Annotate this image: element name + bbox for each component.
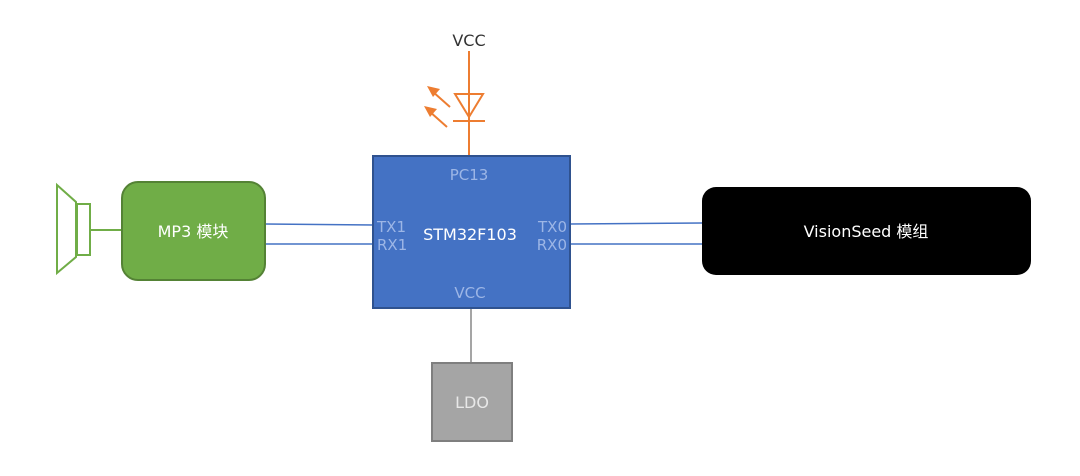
visionseed-module-box xyxy=(702,187,1031,275)
diode-triangle xyxy=(453,93,485,119)
mcu-pin-tx1: TX1 xyxy=(376,218,406,236)
ldo-box xyxy=(431,362,513,442)
mcu-box xyxy=(372,155,571,309)
mcu-name: STM32F103 xyxy=(423,225,517,244)
mp3-module-label: MP3 模块 xyxy=(158,222,229,241)
mp3-module-box xyxy=(121,181,266,281)
mcu-pin-rx0: RX0 xyxy=(537,236,567,254)
led-indicator xyxy=(424,51,485,157)
mcu-pin-rx1: RX1 xyxy=(377,236,407,254)
vcc-top-label: VCC xyxy=(452,31,485,50)
mcu-block[interactable]: PC13 TX1 RX1 TX0 RX0 STM32F103 VCC xyxy=(372,155,571,309)
visionseed-module-label: VisionSeed 模组 xyxy=(804,222,929,241)
mcu-pin-tx0: TX0 xyxy=(537,218,567,236)
visionseed-module-block[interactable]: VisionSeed 模组 xyxy=(702,187,1031,275)
mcu-pin-pc13: PC13 xyxy=(450,166,489,184)
uart0-tx-line xyxy=(569,222,703,225)
mp3-module-block[interactable]: MP3 模块 xyxy=(121,181,266,281)
light-emission-arrows-icon xyxy=(424,86,451,128)
ldo-label: LDO xyxy=(455,393,489,412)
mcu-pin-vcc: VCC xyxy=(454,284,485,302)
ldo-block[interactable]: LDO xyxy=(431,362,513,442)
speaker-icon xyxy=(56,182,122,276)
uart1-tx-line xyxy=(264,223,375,226)
